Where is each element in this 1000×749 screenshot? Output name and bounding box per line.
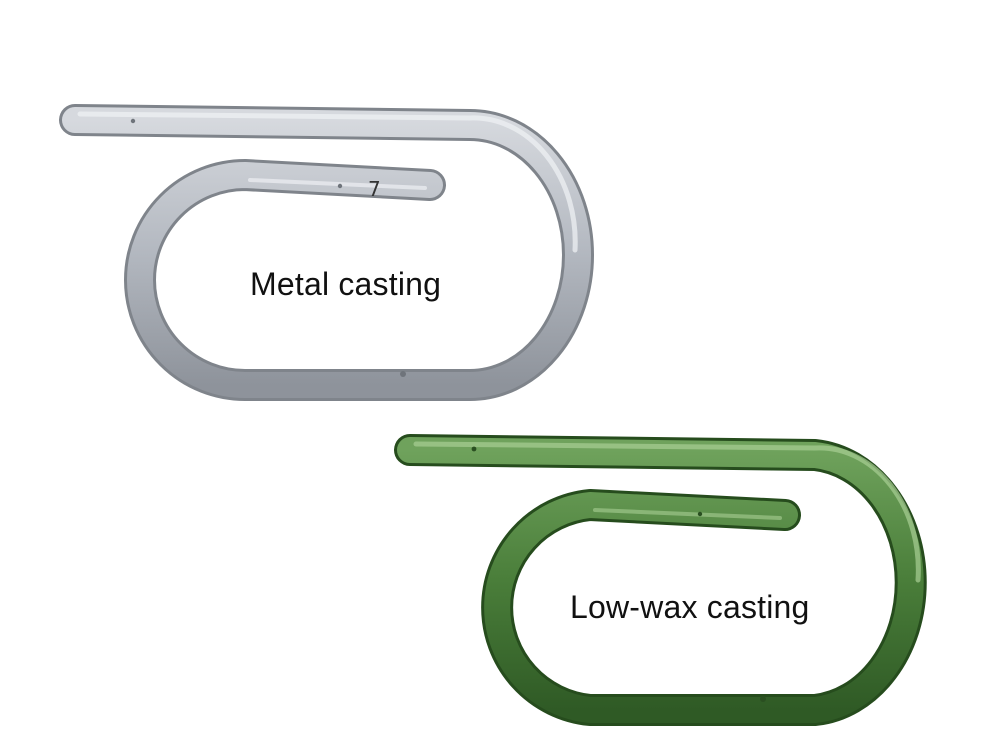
metal-clip-pit [337,183,343,189]
wax-clip-pit [760,696,766,702]
metal-clip-inner-highlight [248,178,427,190]
wax-clip-shadow [394,434,927,726]
metal-clip-pit [400,371,406,377]
metal-clip-pit [130,118,136,124]
wax-clip-body [397,437,924,723]
metal-casting-clip: 7 [59,104,594,401]
wax-clip-highlight [413,441,921,583]
wax-clip-pit [471,446,477,452]
wax-casting-clip [394,434,927,726]
wax-clip-inner-highlight [593,508,782,520]
metal-clip-digit: 7 [368,177,381,201]
wax-casting-label: Low-wax casting [570,589,810,625]
metal-clip-highlight [77,111,578,253]
wax-clip-pit [697,511,703,517]
metal-casting-label: Metal casting [250,266,442,302]
metal-clip-body [62,107,591,398]
